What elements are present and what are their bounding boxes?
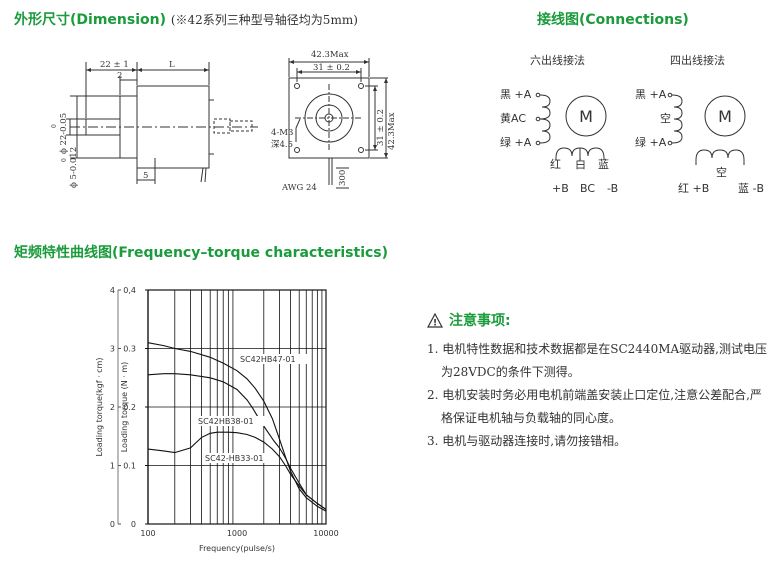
series-label-1: SC42HB47-01 xyxy=(240,355,296,364)
dim-42max-vert: 42.3Max xyxy=(387,112,397,150)
six-bottom-signal-3: -B xyxy=(607,182,618,195)
six-motor-circle xyxy=(565,95,607,137)
dim-31-vert: 31 ± 0.2 xyxy=(376,109,386,146)
dim-awg: AWG 24 xyxy=(281,183,317,193)
dim-lead: 300 xyxy=(338,170,348,186)
note-item-3: 3. 电机与驱动器连接时,请勿接错相。 xyxy=(427,434,627,448)
dim-phi5-sup: 0 xyxy=(61,158,68,162)
note-item-1: 1. 电机特性数据和技术数据都是在SC2440MA驱动器,测试电压为28VDC的… xyxy=(427,342,767,379)
six-label-1: 黑 +A xyxy=(500,88,532,101)
frequency-title: 矩频特性曲线图(Frequency–torque characteristics… xyxy=(14,245,389,261)
four-motor-label: M xyxy=(718,107,732,126)
dim-phi22-sup: 0 xyxy=(51,124,58,128)
four-wire-title: 四出线接法 xyxy=(670,53,725,67)
dim-depth: 深4.5 xyxy=(271,140,293,150)
warning-icon: ! xyxy=(427,312,443,328)
x-tick-label: 10000 xyxy=(313,529,338,538)
dimension-drawing: 22 ± 1 2 L 5 ϕ 22-0.05 0 ϕ 5-0.012 0 42.… xyxy=(51,50,397,193)
x-axis-label: Frequency(pulse/s) xyxy=(199,544,275,553)
series-line-1 xyxy=(147,342,327,512)
notes-list: 1. 电机特性数据和技术数据都是在SC2440MA驱动器,测试电压为28VDC的… xyxy=(427,338,767,453)
dim-42max: 42.3Max xyxy=(311,50,349,60)
note-item-2: 2. 电机安装时务必用电机前端盖安装止口定位,注意公差配合,严格保证电机轴与负载… xyxy=(427,388,762,425)
four-bottom-right: 蓝 -B xyxy=(738,182,764,195)
series-label-3: SC42-HB33-01 xyxy=(205,454,263,463)
notes-panel: ! 注意事项: 1. 电机特性数据和技术数据都是在SC2440MA驱动器,测试电… xyxy=(427,310,767,453)
series-label-2: SC42HB38-01 xyxy=(198,417,254,426)
x-tick-label: 100 xyxy=(140,529,155,538)
y2-tick-label: 1 xyxy=(110,462,115,471)
series-label-bg xyxy=(203,453,275,463)
dim-phi22: ϕ 22-0.05 xyxy=(59,113,69,154)
dim-31: 31 ± 0.2 xyxy=(313,63,350,73)
notes-header: ! 注意事项: xyxy=(427,310,767,330)
six-label-2: 黄AC xyxy=(500,111,526,125)
dim-5: 5 xyxy=(143,171,148,181)
y2-tick-label: 2 xyxy=(110,403,115,412)
dim-m3: 4-M3 xyxy=(271,128,293,138)
six-bottom-color-1: 红 xyxy=(550,158,561,171)
y-axis-label: Loading torque (N · m) xyxy=(120,362,129,453)
y2-tick-label: 3 xyxy=(110,345,115,354)
four-motor-circle xyxy=(704,95,746,137)
six-wire-title: 六出线接法 xyxy=(530,53,585,67)
six-motor-label: M xyxy=(579,107,593,126)
dimension-heading: 外形尺寸(Dimension) (※42系列三种型号轴径均为5mm) xyxy=(14,9,358,29)
four-bottom-left: 红 +B xyxy=(678,182,709,195)
y-tick-label: 0 xyxy=(131,520,136,529)
y-tick-label: 0.2 xyxy=(123,403,136,412)
torque-chart: 0 0.1 0.2 0.3 0,4 0 1 2 3 4 100 1000 10000Frequency(… xyxy=(95,286,339,553)
notes-title: 注意事项: xyxy=(449,313,511,329)
series-label-bg xyxy=(196,416,268,426)
six-bottom-signal-2: BC xyxy=(580,182,595,195)
x-tick-label: 1000 xyxy=(227,529,247,538)
y2-axis-label: Loading torque(kgf · cm) xyxy=(95,358,104,457)
warning-icon-mark: ! xyxy=(433,318,437,328)
y-tick-label: 0.1 xyxy=(123,462,136,471)
four-label-1: 黑 +A xyxy=(635,88,667,101)
six-bottom-color-3: 蓝 xyxy=(598,158,609,171)
dim-22: 22 ± 1 xyxy=(100,60,129,70)
dimension-title: 外形尺寸(Dimension) xyxy=(14,12,166,28)
y2-tick-label: 4 xyxy=(110,286,115,295)
four-label-3: 绿 +A xyxy=(635,135,667,149)
six-bottom-signal-1: +B xyxy=(552,182,569,195)
four-bottom-mid: 空 xyxy=(716,165,727,179)
series-line-3 xyxy=(147,431,327,510)
connections-diagram: 六出线接法 四出线接法 黑 +A 黄AC 绿 +A 红 白 蓝 +B BC -B… xyxy=(500,53,764,195)
y2-tick-label: 0 xyxy=(110,520,115,529)
y-tick-label: 0,4 xyxy=(123,286,136,295)
six-label-3: 绿 +A xyxy=(500,135,532,149)
dim-phi5: ϕ 5-0.012 xyxy=(69,147,79,188)
six-bottom-color-2: 白 xyxy=(575,157,586,171)
connections-title: 接线图(Connections) xyxy=(537,12,689,28)
series-label-bg xyxy=(238,354,310,364)
dim-l: L xyxy=(169,60,175,70)
y-tick-label: 0.3 xyxy=(123,345,136,354)
dimension-subtitle: (※42系列三种型号轴径均为5mm) xyxy=(170,13,358,27)
dim-2: 2 xyxy=(117,71,122,81)
four-label-2: 空 xyxy=(660,111,671,125)
